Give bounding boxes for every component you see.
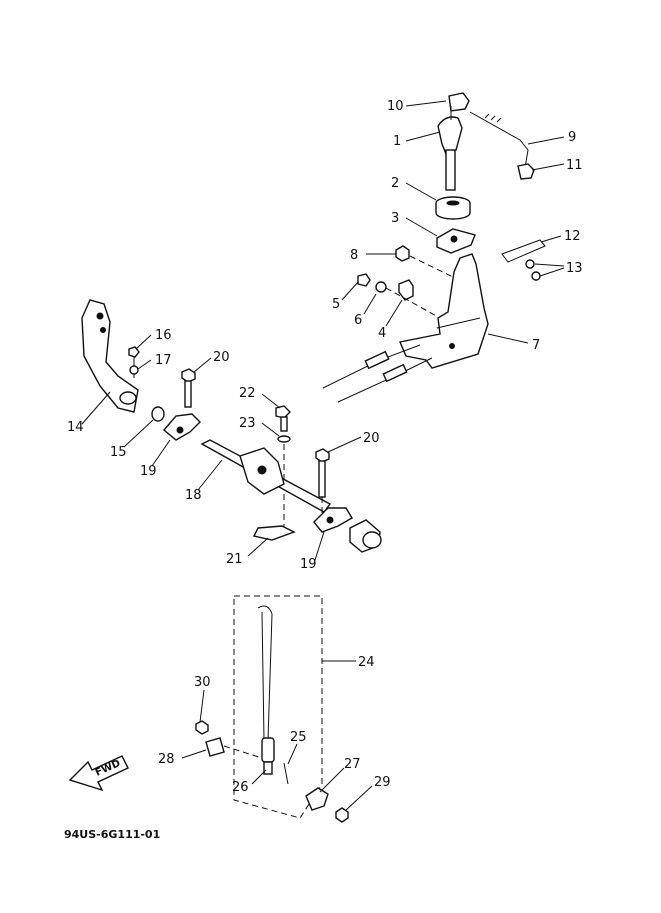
part-labels: 1 2 3 4 5 6 7 8 9 10 11 12 13 14 15 16 1… <box>67 99 583 795</box>
label-24: 24 <box>358 655 375 670</box>
part-20-bolt-upper <box>181 368 196 383</box>
part-24-rod-inner <box>261 611 265 741</box>
label-11: 11 <box>566 158 583 173</box>
label-8: 8 <box>350 248 358 263</box>
diagram-code: 94US-6G111-01 <box>64 828 160 841</box>
label-26: 26 <box>232 780 249 795</box>
part-5-screw <box>357 273 371 287</box>
label-7: 7 <box>532 338 540 353</box>
label-28: 28 <box>158 752 175 767</box>
part-29-screw <box>335 807 349 823</box>
part-1-shaft <box>445 149 456 191</box>
label-16: 16 <box>155 328 172 343</box>
part-12-link <box>501 239 546 263</box>
label-22: 22 <box>239 386 256 401</box>
part-27-clip <box>305 787 329 811</box>
label-30: 30 <box>194 675 211 690</box>
part-24-rod-connector <box>261 737 275 763</box>
label-3: 3 <box>391 211 399 226</box>
part-7-bracket <box>399 253 489 369</box>
label-14: 14 <box>67 420 84 435</box>
fwd-arrow: FWD <box>68 755 129 792</box>
label-13: 13 <box>566 261 583 276</box>
label-18: 18 <box>185 488 202 503</box>
label-12: 12 <box>564 229 581 244</box>
label-1: 1 <box>393 134 401 149</box>
part-13-washer-a <box>525 259 535 269</box>
part-9-rod <box>469 111 529 169</box>
part-15-ring <box>151 406 165 422</box>
label-10: 10 <box>387 99 404 114</box>
label-15: 15 <box>110 445 127 460</box>
label-23: 23 <box>239 416 256 431</box>
label-17: 17 <box>155 353 172 368</box>
part-25-pin <box>283 762 289 785</box>
shift-shaft-group <box>81 299 382 553</box>
label-5: 5 <box>332 297 340 312</box>
part-10-clip <box>448 92 470 112</box>
part-1-arm <box>437 116 463 155</box>
part-8-bolt <box>395 245 410 262</box>
label-2: 2 <box>391 176 399 191</box>
label-9: 9 <box>568 130 576 145</box>
part-6-washer <box>375 281 387 293</box>
part-16-screw <box>128 346 140 358</box>
part-24-rod <box>257 605 273 741</box>
fwd-arrow-shape <box>68 755 129 792</box>
label-4: 4 <box>378 326 386 341</box>
part-21-plate <box>252 525 296 541</box>
part-30-nut <box>195 720 209 735</box>
part-17-washer <box>129 365 139 375</box>
label-19-left: 19 <box>140 464 157 479</box>
part-22-screw <box>275 405 291 419</box>
part-4-bracket <box>398 279 414 301</box>
label-21: 21 <box>226 552 243 567</box>
label-29: 29 <box>374 775 391 790</box>
label-20-right: 20 <box>363 431 380 446</box>
part-20-bolt-right <box>315 448 330 463</box>
part-19-clamp-left <box>163 413 201 441</box>
label-25: 25 <box>290 730 307 745</box>
part-28-clip <box>205 737 225 757</box>
part-13-washer-b <box>531 271 541 281</box>
label-27: 27 <box>344 757 361 772</box>
shift-cable <box>337 357 433 403</box>
label-6: 6 <box>354 313 362 328</box>
shift-rod-group <box>195 595 349 823</box>
label-20-upper: 20 <box>213 350 230 365</box>
part-14-lever <box>81 299 139 413</box>
part-11-nut <box>517 163 535 180</box>
part-23-washer <box>277 435 291 443</box>
part-24-boundary <box>233 595 323 819</box>
leader-lines <box>81 100 565 811</box>
throttle-linkage-group <box>322 92 546 403</box>
label-19-right: 19 <box>300 557 317 572</box>
